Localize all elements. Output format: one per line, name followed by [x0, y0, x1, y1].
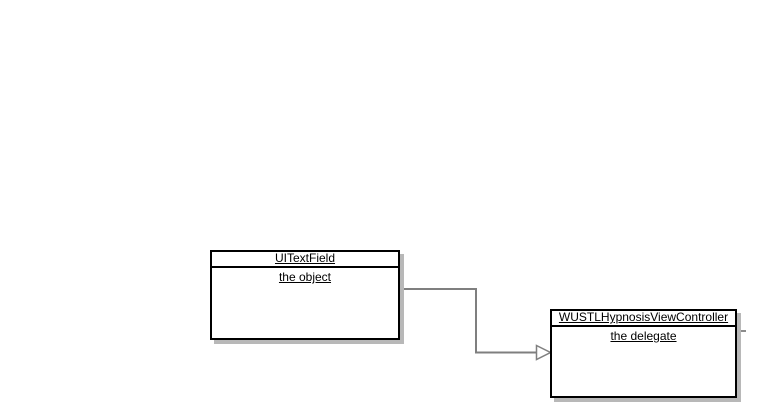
node-uitextfield[interactable]: UITextField the object: [210, 250, 400, 340]
node-body: the delegate: [552, 327, 735, 343]
node-title: WUSTLHypnosisViewController: [558, 310, 729, 324]
node-wustlhypnosisviewcontroller[interactable]: WUSTLHypnosisViewController the delegate: [550, 309, 737, 398]
node-title: UITextField: [274, 251, 336, 265]
node-title-bar: UITextField: [212, 252, 398, 268]
node-attribute: the object: [278, 270, 332, 284]
open-triangle-arrowhead[interactable]: [535, 344, 553, 361]
delegate-connector-line[interactable]: [400, 288, 536, 354]
node-body: the object: [212, 268, 398, 284]
node-attribute: the delegate: [610, 329, 677, 343]
node-title-bar: WUSTLHypnosisViewController: [552, 311, 735, 327]
